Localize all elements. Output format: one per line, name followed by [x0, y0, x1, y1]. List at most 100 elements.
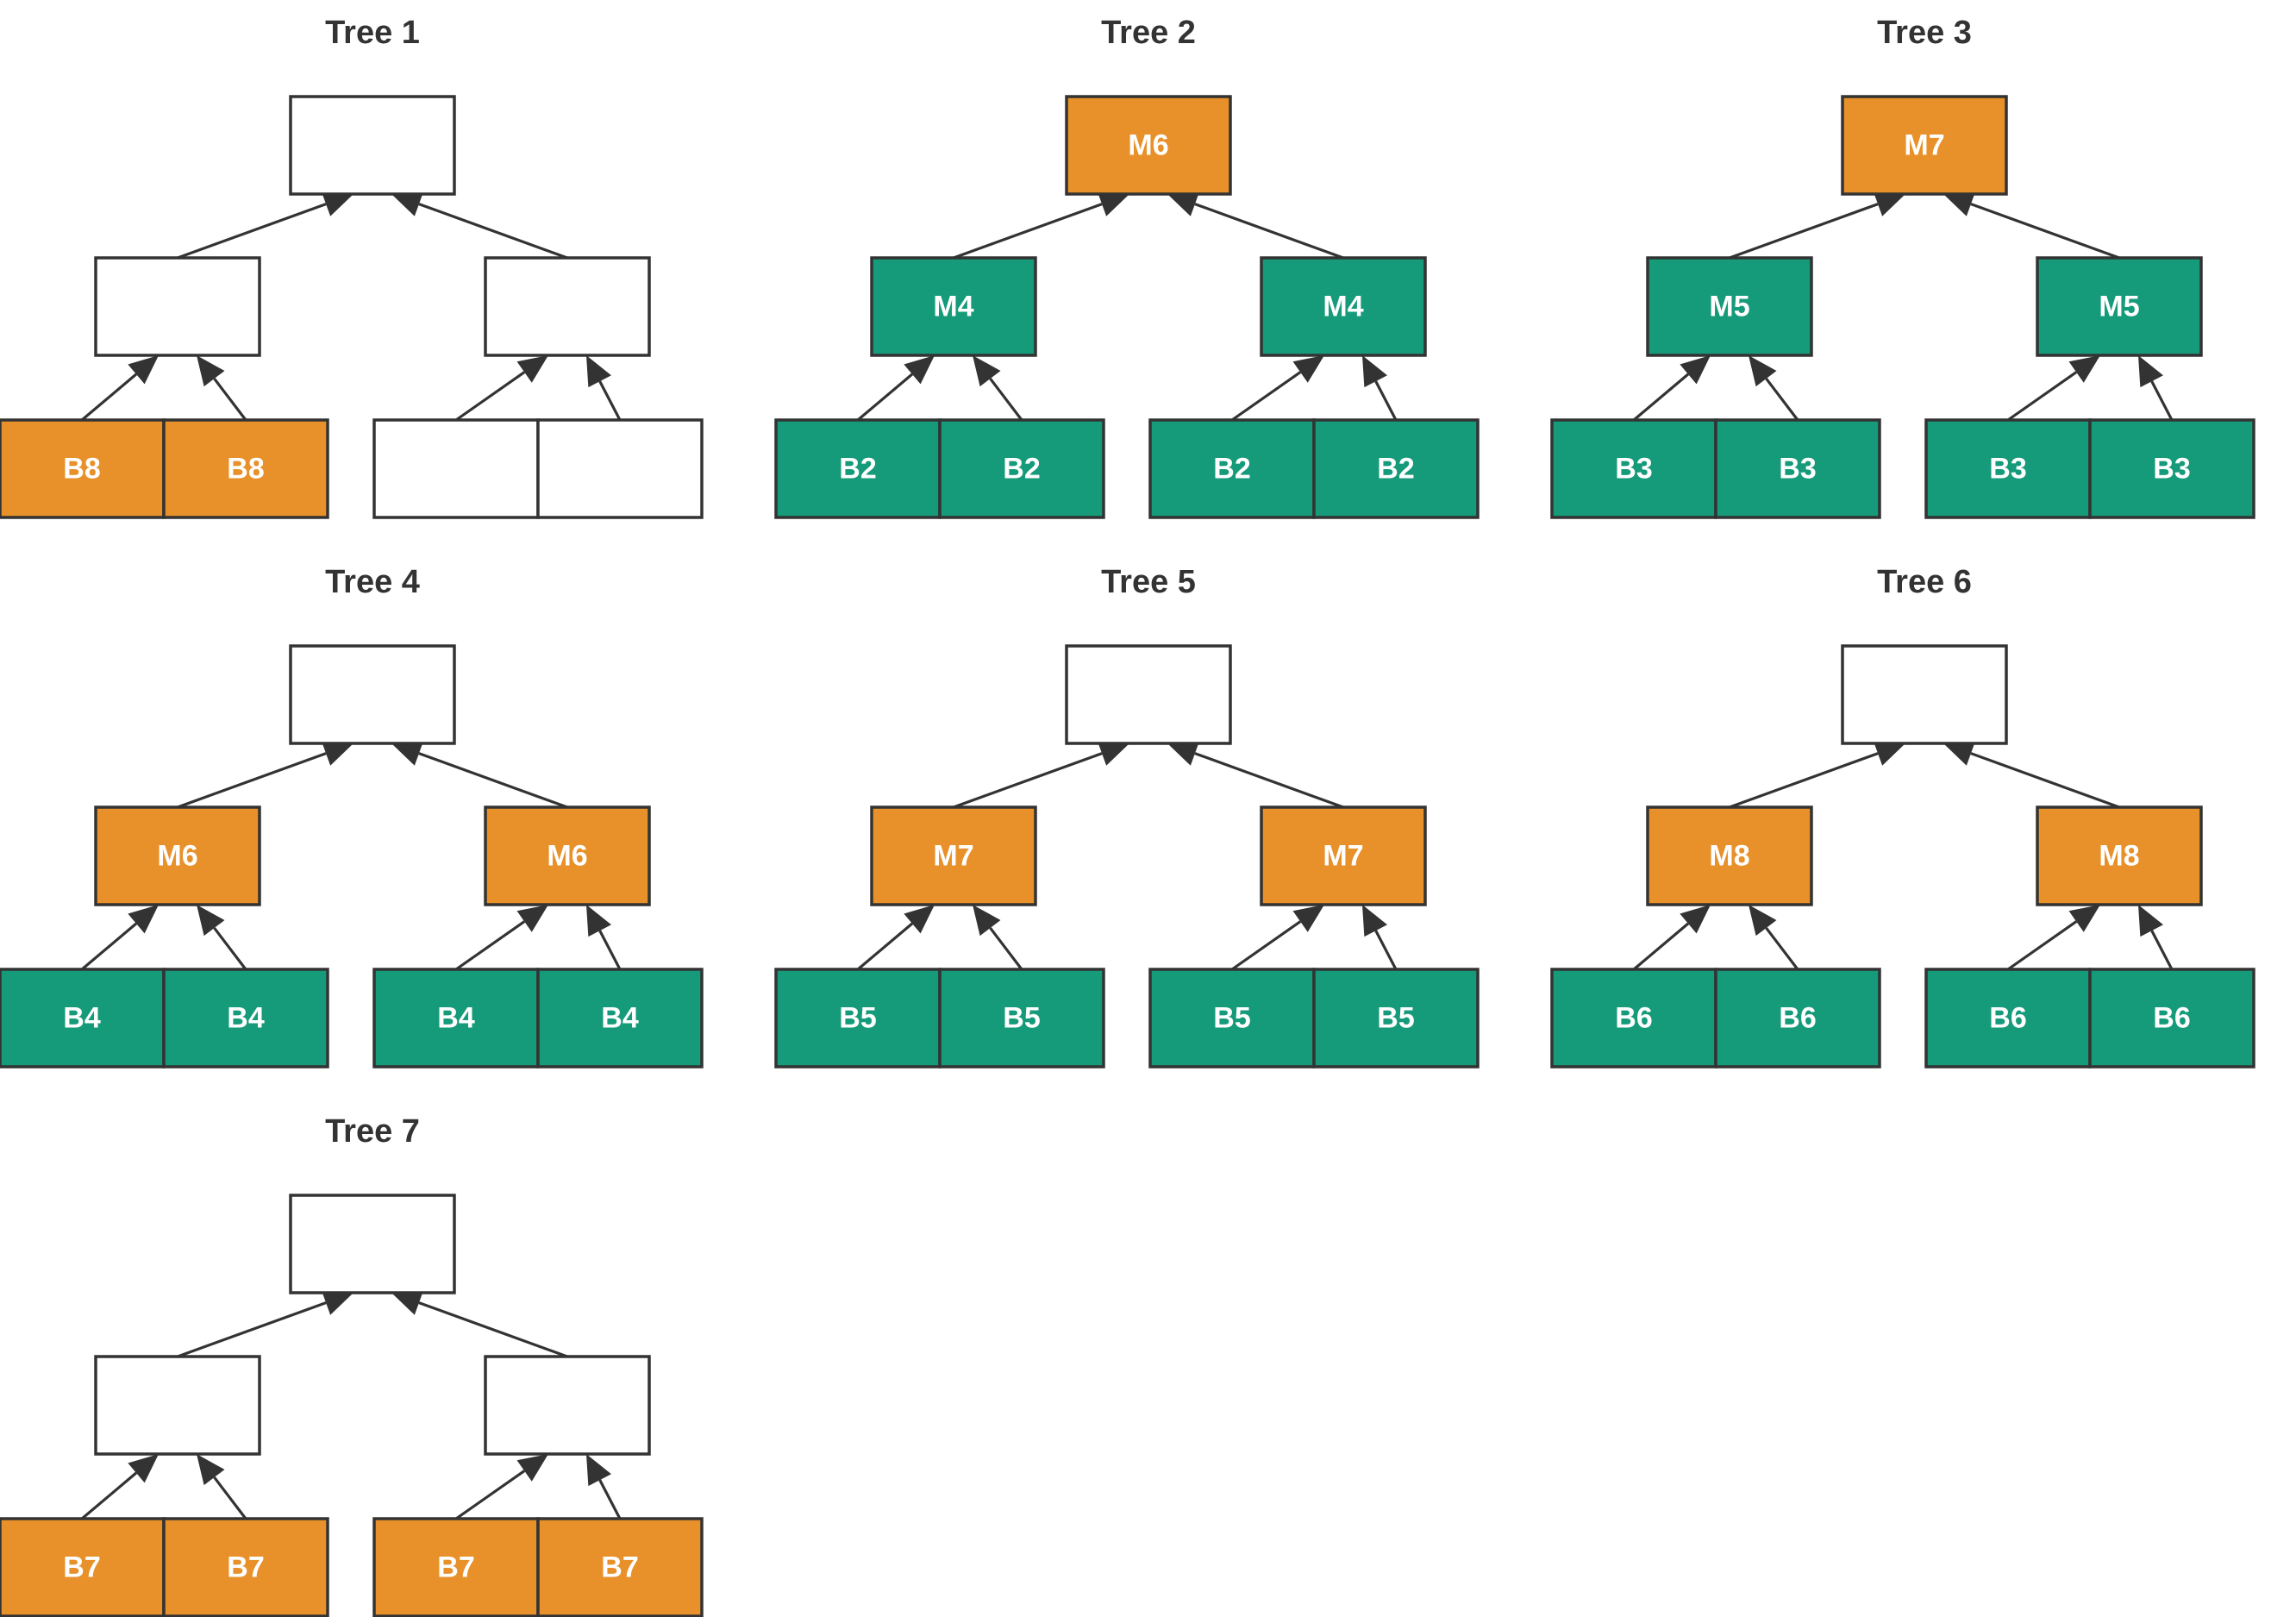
tree-4-mid-node-2-rect[interactable] — [484, 805, 651, 906]
tree-2-leaf-node-4[interactable]: B2 — [1312, 418, 1480, 519]
tree-1-leaf-node-4-rect[interactable] — [536, 418, 704, 519]
tree-2-mid-node-1[interactable]: M4 — [870, 256, 1037, 357]
tree-7-leaf-node-2-rect[interactable] — [162, 1517, 329, 1617]
tree-2-mid-node-2-rect[interactable] — [1260, 256, 1427, 357]
tree-2-root-node[interactable]: M6 — [1065, 95, 1232, 196]
tree-4-leaf-node-1-rect[interactable] — [0, 968, 166, 1069]
tree-2-mid-node-2[interactable]: M4 — [1260, 256, 1427, 357]
tree-edge — [80, 1454, 159, 1520]
tree-5-root-node[interactable] — [1065, 644, 1232, 745]
tree-4-leaf-node-3-rect[interactable] — [372, 968, 540, 1069]
tree-4-leaf-node-2-rect[interactable] — [162, 968, 329, 1069]
tree-1-leaf-node-4[interactable] — [536, 418, 704, 519]
tree-4-root-node-rect[interactable] — [289, 644, 456, 745]
tree-1-root-node-rect[interactable] — [289, 95, 456, 196]
tree-5-mid-node-2[interactable]: M7 — [1260, 805, 1427, 906]
tree-3-leaf-node-4[interactable]: B3 — [2088, 418, 2255, 519]
tree-5-leaf-node-1-rect[interactable] — [774, 968, 942, 1069]
tree-6-mid-node-2-rect[interactable] — [2036, 805, 2203, 906]
tree-3-mid-node-2[interactable]: M5 — [2036, 256, 2203, 357]
tree-7-mid-node-1[interactable] — [94, 1355, 261, 1456]
tree-3-leaf-node-3-rect[interactable] — [1924, 418, 2092, 519]
tree-7-mid-node-1-rect[interactable] — [94, 1355, 261, 1456]
tree-5-leaf-node-4[interactable]: B5 — [1312, 968, 1480, 1069]
tree-3-leaf-node-2[interactable]: B3 — [1714, 418, 1881, 519]
tree-4-mid-node-2[interactable]: M6 — [484, 805, 651, 906]
tree-5-leaf-node-4-rect[interactable] — [1312, 968, 1480, 1069]
tree-7-root-node-rect[interactable] — [289, 1194, 456, 1294]
tree-3-root-node[interactable]: M7 — [1841, 95, 2008, 196]
tree-1-mid-node-1-rect[interactable] — [94, 256, 261, 357]
edge-shaft — [80, 1471, 138, 1520]
tree-3-leaf-node-3[interactable]: B3 — [1924, 418, 2092, 519]
tree-1-root-node[interactable] — [289, 95, 456, 196]
tree-7-leaf-node-3[interactable]: B7 — [372, 1517, 540, 1617]
tree-7-leaf-node-3-rect[interactable] — [372, 1517, 540, 1617]
tree-4-leaf-node-4-rect[interactable] — [536, 968, 704, 1069]
edge-shaft — [455, 371, 526, 422]
tree-6-root-node[interactable] — [1841, 644, 2008, 745]
tree-2-leaf-node-4-rect[interactable] — [1312, 418, 1480, 519]
tree-4-root-node[interactable] — [289, 644, 456, 745]
tree-3-mid-node-2-rect[interactable] — [2036, 256, 2203, 357]
tree-2-mid-node-1-rect[interactable] — [870, 256, 1037, 357]
tree-2-leaf-node-2-rect[interactable] — [938, 418, 1105, 519]
tree-4-leaf-node-3[interactable]: B4 — [372, 968, 540, 1069]
tree-5-leaf-node-2-rect[interactable] — [938, 968, 1105, 1069]
tree-1-mid-node-1[interactable] — [94, 256, 261, 357]
edge-arrowhead — [391, 741, 424, 766]
tree-6-leaf-node-3[interactable]: B6 — [1924, 968, 2092, 1069]
tree-6-leaf-node-2-rect[interactable] — [1714, 968, 1881, 1069]
tree-7-leaf-node-2[interactable]: B7 — [162, 1517, 329, 1617]
tree-1-leaf-node-2[interactable]: B8 — [162, 418, 329, 519]
tree-5-leaf-node-3[interactable]: B5 — [1148, 968, 1316, 1069]
tree-3-mid-node-1[interactable]: M5 — [1646, 256, 1813, 357]
tree-6-leaf-node-1[interactable]: B6 — [1550, 968, 1717, 1069]
tree-1-leaf-node-1[interactable]: B8 — [0, 418, 166, 519]
tree-4-leaf-node-4[interactable]: B4 — [536, 968, 704, 1069]
tree-7-leaf-node-4-rect[interactable] — [536, 1517, 704, 1617]
tree-7-leaf-node-1[interactable]: B7 — [0, 1517, 166, 1617]
tree-2-leaf-node-3[interactable]: B2 — [1148, 418, 1316, 519]
edge-shaft — [455, 920, 526, 971]
tree-3-leaf-node-2-rect[interactable] — [1714, 418, 1881, 519]
tree-2-leaf-node-2[interactable]: B2 — [938, 418, 1105, 519]
tree-4-leaf-node-1[interactable]: B4 — [0, 968, 166, 1069]
tree-6-mid-node-1[interactable]: M8 — [1646, 805, 1813, 906]
tree-6-leaf-node-2[interactable]: B6 — [1714, 968, 1881, 1069]
tree-6-mid-node-2[interactable]: M8 — [2036, 805, 2203, 906]
tree-1-leaf-node-3-rect[interactable] — [372, 418, 540, 519]
tree-5-leaf-node-2[interactable]: B5 — [938, 968, 1105, 1069]
tree-2-root-node-rect[interactable] — [1065, 95, 1232, 196]
tree-6-leaf-node-3-rect[interactable] — [1924, 968, 2092, 1069]
tree-4-mid-node-1[interactable]: M6 — [94, 805, 261, 906]
tree-5-leaf-node-1[interactable]: B5 — [774, 968, 942, 1069]
tree-5-mid-node-2-rect[interactable] — [1260, 805, 1427, 906]
tree-5-mid-node-1-rect[interactable] — [870, 805, 1037, 906]
tree-7-leaf-node-4[interactable]: B7 — [536, 1517, 704, 1617]
tree-1-mid-node-2[interactable] — [484, 256, 651, 357]
tree-1-leaf-node-1-rect[interactable] — [0, 418, 166, 519]
tree-3-root-node-rect[interactable] — [1841, 95, 2008, 196]
tree-6-leaf-node-1-rect[interactable] — [1550, 968, 1717, 1069]
tree-7-mid-node-2-rect[interactable] — [484, 1355, 651, 1456]
tree-1-leaf-node-3[interactable] — [372, 418, 540, 519]
tree-6-root-node-rect[interactable] — [1841, 644, 2008, 745]
tree-6-leaf-node-4-rect[interactable] — [2088, 968, 2255, 1069]
tree-6-leaf-node-4[interactable]: B6 — [2088, 968, 2255, 1069]
tree-3-leaf-node-1[interactable]: B3 — [1550, 418, 1717, 519]
tree-4-leaf-node-2[interactable]: B4 — [162, 968, 329, 1069]
tree-5-leaf-node-3-rect[interactable] — [1148, 968, 1316, 1069]
tree-5-root-node-rect[interactable] — [1065, 644, 1232, 745]
tree-4-mid-node-1-rect[interactable] — [94, 805, 261, 906]
tree-1-mid-node-2-rect[interactable] — [484, 256, 651, 357]
tree-7-mid-node-2[interactable] — [484, 1355, 651, 1456]
tree-7-root-node[interactable] — [289, 1194, 456, 1294]
tree-3-leaf-node-4-rect[interactable] — [2088, 418, 2255, 519]
tree-2-leaf-node-1[interactable]: B2 — [774, 418, 942, 519]
tree-5-mid-node-1[interactable]: M7 — [870, 805, 1037, 906]
tree-1-leaf-node-2-rect[interactable] — [162, 418, 329, 519]
tree-6-mid-node-1-rect[interactable] — [1646, 805, 1813, 906]
tree-3-mid-node-1-rect[interactable] — [1646, 256, 1813, 357]
